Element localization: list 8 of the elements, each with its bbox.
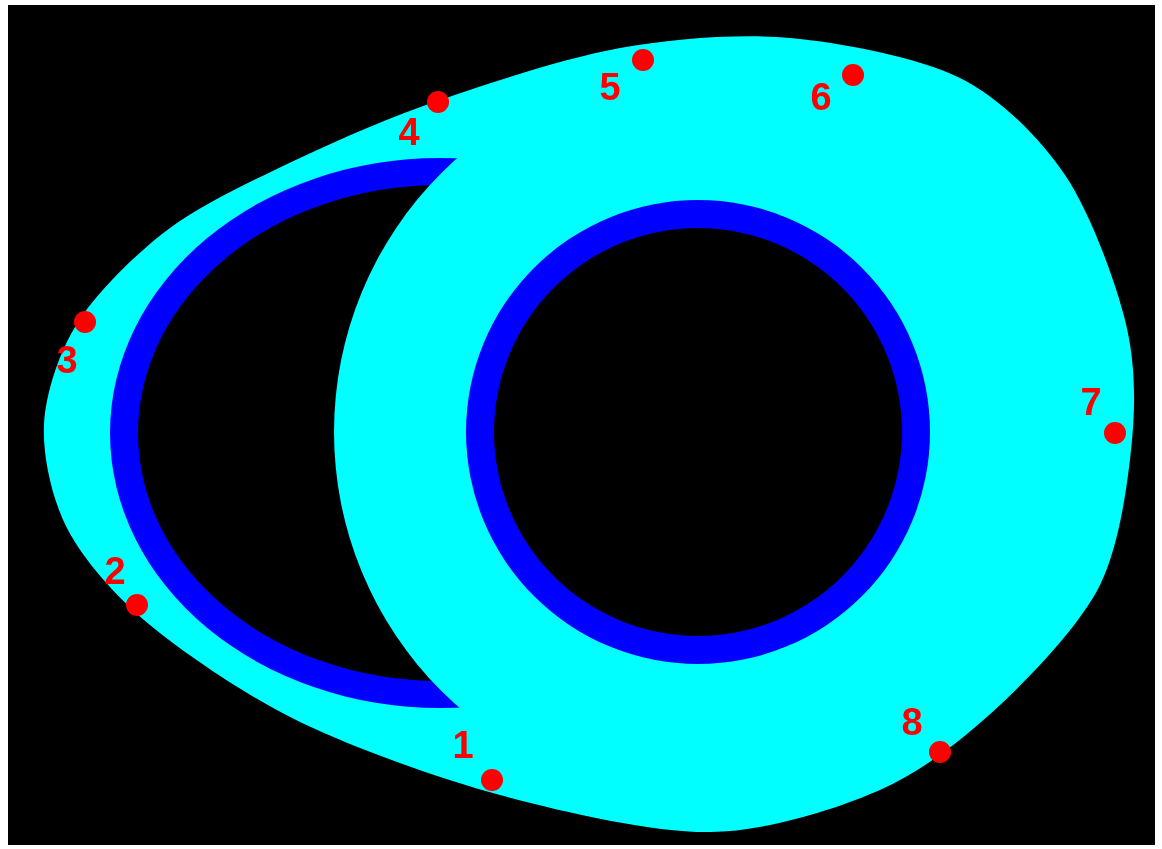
- point-number: 7: [1080, 383, 1102, 421]
- point-number: 8: [901, 703, 923, 741]
- point-number: 4: [398, 113, 420, 151]
- point-number: 3: [56, 341, 78, 379]
- point-number: 5: [599, 68, 621, 106]
- point-number: 2: [104, 552, 126, 590]
- point-number: 1: [452, 726, 474, 764]
- point-number: 6: [810, 78, 832, 116]
